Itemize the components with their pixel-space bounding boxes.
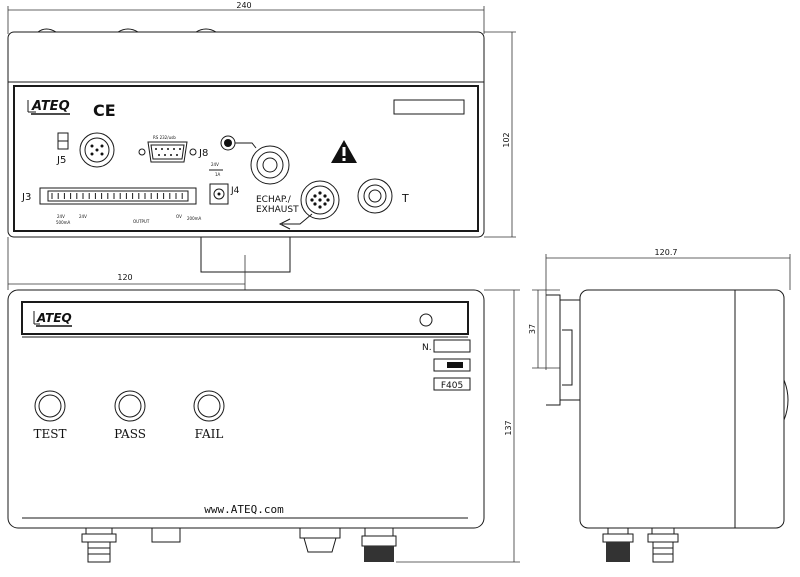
brand-badge-mark xyxy=(447,362,463,368)
j4-power: 24V 1A J4 xyxy=(209,162,240,205)
connector-hole xyxy=(313,194,317,198)
t-port: T xyxy=(357,178,409,214)
mid-rating: 24V xyxy=(79,214,87,219)
rear-ateq-logo: ATEQ xyxy=(27,99,70,115)
dim-102-label: 102 xyxy=(502,132,511,147)
j5-connector: J5 xyxy=(56,132,115,168)
din-rail-clip xyxy=(546,294,580,406)
n-label: N. xyxy=(422,343,432,353)
front-top-strip xyxy=(21,301,469,335)
dim-240-label: 240 xyxy=(236,1,251,10)
fail-lamp: FAIL xyxy=(193,390,225,441)
top-bump-2 xyxy=(117,28,139,33)
output-label: OUTPUT xyxy=(133,219,150,224)
j3-terminal-strip: J3 24V 500mA 24V OUTPUT OV 200mA xyxy=(21,187,202,225)
test-lamp: TEST xyxy=(34,390,67,441)
connector-hole xyxy=(323,194,327,198)
connector-hole xyxy=(326,198,330,202)
pass-label: PASS xyxy=(114,427,146,441)
exhaust-fr-label: ECHAP./ xyxy=(256,195,292,205)
front-ateq-logo: ATEQ xyxy=(33,311,72,327)
fail-label: FAIL xyxy=(195,427,224,441)
top-bump-3 xyxy=(195,28,217,33)
dim-120-7-label: 120.7 xyxy=(655,248,678,257)
pass-lamp: PASS xyxy=(114,390,146,441)
front-enclosure-outline xyxy=(7,289,485,529)
dim-120-label: 120 xyxy=(117,273,132,282)
rear-label-box xyxy=(393,99,465,115)
status-led xyxy=(419,313,433,327)
dimension-120: 120 xyxy=(7,237,246,290)
dim-137-label: 137 xyxy=(504,420,513,435)
side-bump xyxy=(783,379,789,421)
dimension-37: 37 xyxy=(528,289,560,369)
small-pressure-port xyxy=(220,135,257,151)
front-brand: ATEQ xyxy=(36,311,72,325)
dim-37-label: 37 xyxy=(528,324,537,334)
mounting-foot xyxy=(200,237,291,273)
exhaust-port-ring xyxy=(250,145,290,185)
connector-hole xyxy=(318,191,322,195)
dimension-102: 102 xyxy=(484,31,516,238)
j8-label: J8 xyxy=(198,148,208,159)
j4-rating: 24V xyxy=(211,162,219,167)
ce-mark: CE xyxy=(93,101,116,120)
dimension-240: 240 xyxy=(7,1,485,34)
dimension-137: 137 xyxy=(396,289,520,563)
front-plug xyxy=(151,527,181,543)
side-fitting-1 xyxy=(602,527,634,562)
connector-hole xyxy=(323,202,327,206)
side-enclosure-outline xyxy=(579,289,785,529)
brand-badge xyxy=(433,358,471,372)
exhaust-connector: ECHAP./ EXHAUST xyxy=(256,180,340,230)
exhaust-en-label: EXHAUST xyxy=(256,205,299,215)
connector-hole xyxy=(313,202,317,206)
j3-label: J3 xyxy=(21,192,31,203)
connector-hole xyxy=(310,198,314,202)
left-rating-2: 500mA xyxy=(56,220,71,225)
j4-rating-sub: 1A xyxy=(215,172,221,177)
j8-serial-port: RS 232/usb J8 xyxy=(138,135,208,163)
rs-label: RS 232/usb xyxy=(153,135,176,140)
j4-label: J4 xyxy=(230,186,240,196)
connector-hole xyxy=(318,198,322,202)
front-fitting-2 xyxy=(299,527,341,553)
serial-number-box xyxy=(433,339,471,353)
left-rating-1: 24V xyxy=(57,214,65,219)
connector-hole xyxy=(318,205,322,209)
rear-brand: ATEQ xyxy=(31,99,70,114)
model-label: F405 xyxy=(441,381,463,391)
warning-triangle-icon xyxy=(331,140,357,163)
test-label: TEST xyxy=(34,427,67,441)
front-fitting-1 xyxy=(81,527,117,563)
website-label: www.ATEQ.com xyxy=(204,503,284,516)
dimension-120-7: 120.7 xyxy=(545,248,791,370)
j5-label: J5 xyxy=(56,155,66,166)
side-fitting-2 xyxy=(647,527,679,563)
model-box xyxy=(433,377,471,391)
front-fitting-3 xyxy=(361,527,397,562)
t-port-label: T xyxy=(401,192,409,205)
top-bump-1 xyxy=(37,28,57,33)
right-rating-2: 200mA xyxy=(187,216,202,221)
rear-panel-plate xyxy=(13,85,479,232)
rear-enclosure-outline xyxy=(7,31,485,238)
right-rating: OV xyxy=(176,214,182,219)
